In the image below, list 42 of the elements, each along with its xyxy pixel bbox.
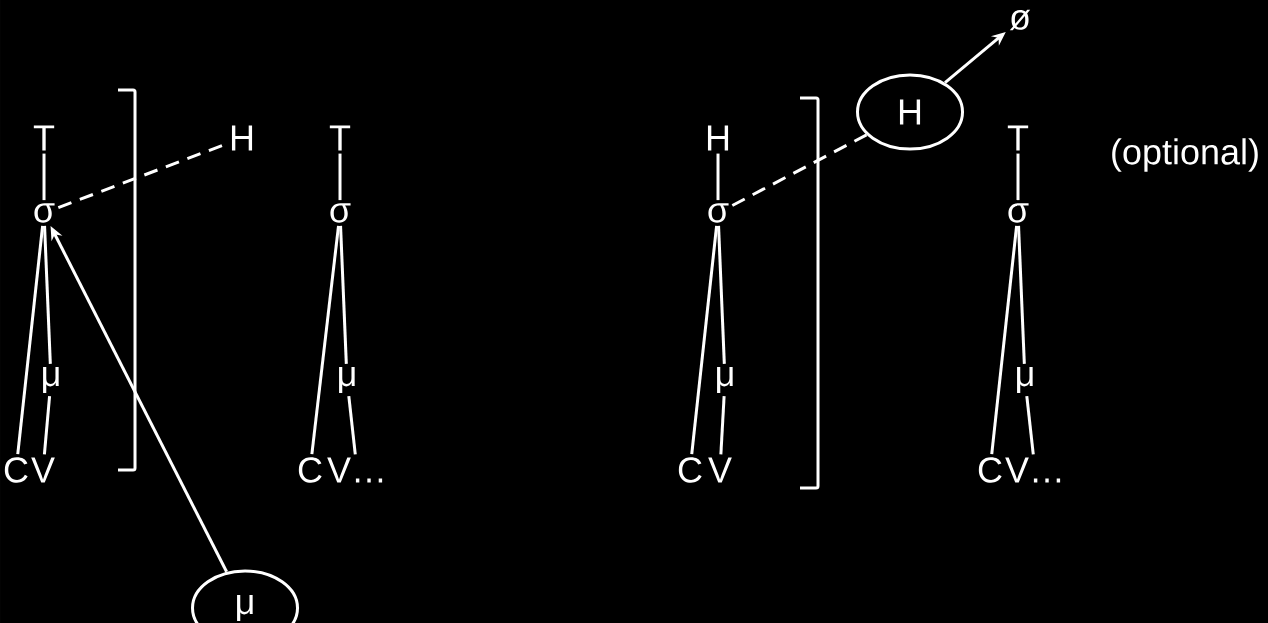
connector-line: [16, 225, 45, 455]
tree-label: T: [33, 125, 55, 151]
tree-label: σ: [708, 203, 729, 223]
connector-line: [347, 396, 357, 455]
dashed-line: [731, 133, 868, 207]
tree-label: V…: [1005, 457, 1061, 483]
tree-label: H: [231, 125, 253, 151]
tree-label: C: [4, 457, 28, 483]
connector-line: [690, 225, 719, 455]
tree-label: μ: [43, 367, 59, 393]
tree-label: H: [707, 125, 729, 151]
connector-line: [339, 225, 348, 364]
circled-label: H: [856, 73, 964, 151]
tree-label: σ: [1008, 203, 1029, 223]
connector-line: [42, 396, 52, 455]
connector-line: [1016, 153, 1020, 201]
connector-line: [1017, 225, 1026, 364]
tree-label: V: [708, 457, 732, 483]
connector-line: [990, 225, 1019, 455]
tree-label: μ: [717, 367, 733, 393]
connector-line: [1025, 396, 1035, 455]
connector-line: [43, 225, 52, 364]
connector-line: [716, 153, 720, 201]
connector-line: [717, 225, 726, 364]
tree-label: T: [1007, 125, 1029, 151]
tree-label: V: [31, 457, 55, 483]
note-text: (optional): [1112, 138, 1258, 172]
tree-label: V…: [327, 457, 383, 483]
circled-label: μ: [191, 569, 299, 623]
connector-line: [338, 153, 342, 201]
tree-label: σ: [34, 203, 55, 223]
tree-label: C: [978, 457, 1002, 483]
connector-line: [310, 225, 340, 455]
connector-line: [42, 153, 46, 201]
tree-label: σ: [330, 203, 351, 223]
connector-line: [719, 396, 726, 455]
tree-label: μ: [339, 367, 355, 393]
tree-label: ø: [1009, 9, 1031, 31]
tree-label: C: [678, 457, 702, 483]
tree-label: μ: [1017, 367, 1033, 393]
tree-label: C: [298, 457, 322, 483]
tree-label: T: [329, 125, 351, 151]
